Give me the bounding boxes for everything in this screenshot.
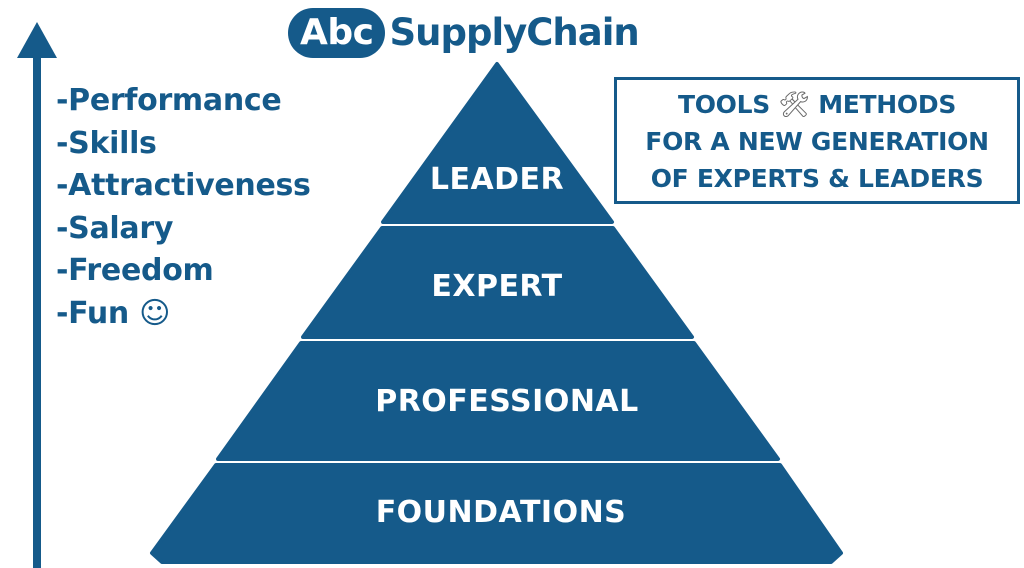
methods-word: METHODS (818, 90, 957, 119)
tools-word: TOOLS (677, 90, 770, 119)
benefit-item: -Performance (56, 83, 282, 118)
pyramid-tier-foundations (150, 463, 843, 564)
tier-label-expert: EXPERT (431, 269, 562, 304)
benefits-list: -Performance -Skills -Attractiveness -Sa… (56, 80, 311, 336)
pyramid-tier-expert (301, 226, 694, 339)
brand-badge: Abc (288, 8, 386, 58)
tier-label-leader: LEADER (430, 162, 564, 197)
brand-logo: Abc SupplyChain (288, 8, 640, 58)
tools-line-2: FOR A NEW GENERATION (645, 127, 989, 156)
hammer-wrench-icon: 🛠 (778, 90, 810, 119)
benefit-item: -Fun ☺ (56, 295, 171, 331)
tools-line-1: TOOLS 🛠 METHODS (678, 86, 956, 123)
pyramid-tier-professional (216, 341, 780, 461)
benefit-item: -Skills (56, 125, 157, 161)
benefit-item: -Freedom (56, 253, 214, 289)
brand-name: SupplyChain (389, 11, 639, 54)
benefit-item: -Attractiveness (56, 168, 311, 204)
tier-label-professional: PROFESSIONAL (375, 384, 639, 419)
tools-line-3: OF EXPERTS & LEADERS (650, 164, 984, 193)
tools-methods-box: TOOLS 🛠 METHODS FOR A NEW GENERATION OF … (614, 77, 1020, 204)
growth-arrow-head (17, 22, 57, 58)
benefit-item: -Salary (56, 210, 174, 246)
pyramid-tier-leader (381, 62, 614, 224)
tier-label-foundations: FOUNDATIONS (376, 495, 627, 530)
